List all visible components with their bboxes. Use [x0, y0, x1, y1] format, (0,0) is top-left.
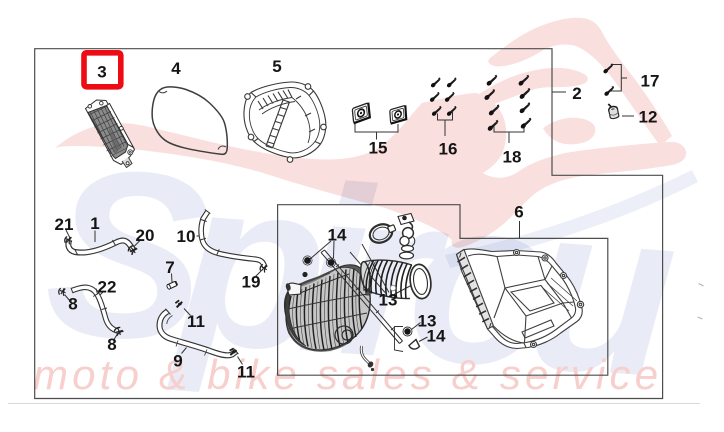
svg-text:8: 8: [68, 295, 77, 314]
svg-text:4: 4: [171, 59, 181, 78]
svg-text:10: 10: [177, 227, 196, 246]
svg-text:12: 12: [639, 108, 658, 127]
svg-text:7: 7: [165, 258, 174, 277]
svg-text:15: 15: [369, 139, 388, 158]
svg-text:18: 18: [503, 148, 522, 167]
svg-text:11: 11: [187, 312, 205, 331]
svg-text:1: 1: [90, 214, 99, 233]
svg-text:16: 16: [439, 140, 458, 159]
svg-text:2: 2: [572, 84, 581, 103]
svg-text:13: 13: [418, 312, 437, 331]
svg-text:moto & bike sales & service: moto & bike sales & service: [33, 351, 662, 398]
svg-text:3: 3: [97, 63, 106, 82]
svg-text:14: 14: [427, 327, 446, 346]
svg-text:9: 9: [173, 352, 182, 371]
svg-text:8: 8: [107, 335, 116, 354]
svg-text:22: 22: [98, 278, 117, 297]
svg-text:14: 14: [328, 226, 347, 245]
svg-text:19: 19: [242, 273, 261, 292]
svg-text:13: 13: [379, 291, 398, 310]
svg-text:17: 17: [641, 72, 660, 91]
svg-text:20: 20: [136, 226, 155, 245]
svg-text:21: 21: [55, 215, 74, 234]
svg-text:11: 11: [237, 363, 255, 382]
svg-text:6: 6: [514, 203, 523, 222]
svg-text:5: 5: [272, 57, 281, 76]
